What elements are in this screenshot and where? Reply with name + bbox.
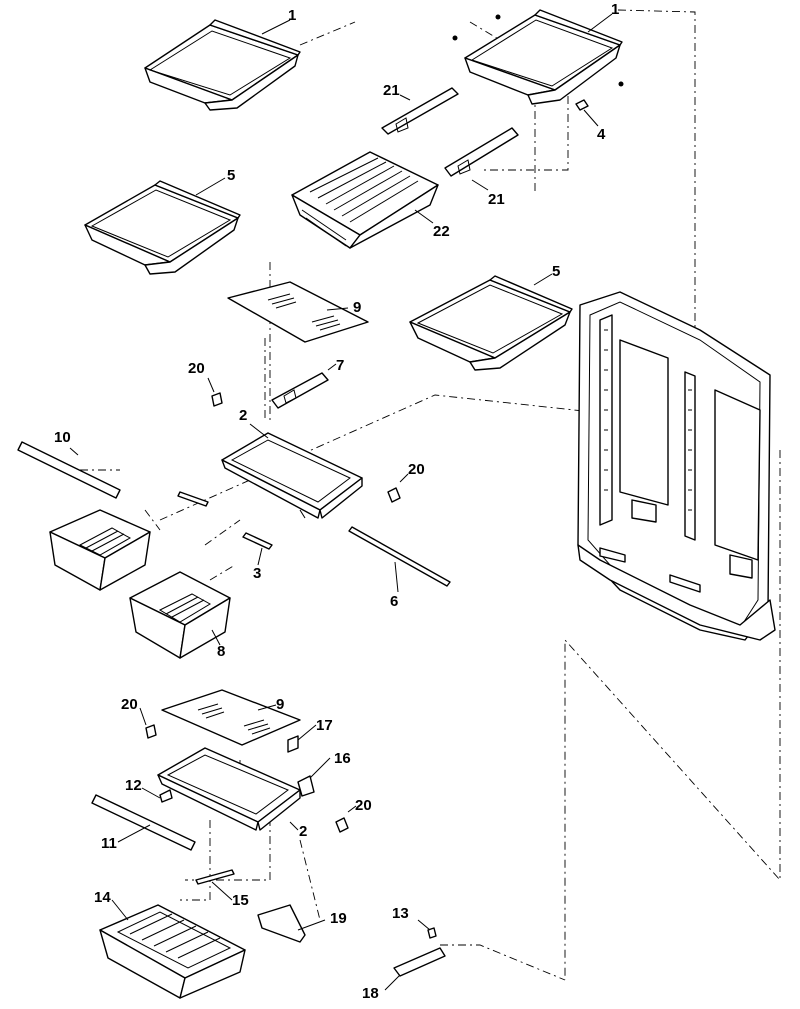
glass-part-9-upper (227, 281, 369, 343)
shelf-part-5-left (84, 180, 241, 275)
label-9-lower: 9 (276, 696, 284, 713)
label-3: 3 (253, 565, 261, 582)
label-19: 19 (330, 910, 347, 927)
label-20-b: 20 (408, 461, 425, 478)
glass-part-9-lower (161, 689, 301, 746)
clip-part-3 (242, 532, 273, 550)
screw-part-4 (575, 99, 589, 111)
label-21-upper: 21 (383, 82, 400, 99)
bracket-part-18 (393, 947, 446, 977)
label-5-left: 5 (227, 167, 235, 184)
label-2-upper: 2 (239, 407, 247, 424)
clip-small (177, 491, 209, 507)
label-20-d: 20 (355, 797, 372, 814)
label-18: 18 (362, 985, 379, 1002)
trim-part-10 (17, 441, 121, 499)
screw-part-20-c (145, 724, 157, 739)
label-9-upper: 9 (353, 299, 361, 316)
rail-part-21-lower (444, 127, 519, 177)
label-17: 17 (316, 717, 333, 734)
crisper-drawer-left (49, 509, 151, 591)
shelf-part-1-left (144, 19, 301, 111)
slide-part-15 (195, 869, 235, 885)
pan-part-14 (99, 904, 246, 999)
callout-labels: 1 1 21 4 21 5 22 5 9 20 7 2 10 20 3 6 8 … (54, 1, 619, 1002)
screw-part-20-d (335, 817, 349, 833)
label-14: 14 (94, 889, 111, 906)
rod-part-6 (348, 526, 451, 587)
label-8: 8 (217, 643, 225, 660)
shelf-part-5-right (409, 275, 573, 371)
label-20-c: 20 (121, 696, 138, 713)
label-4: 4 (597, 126, 606, 143)
label-13: 13 (392, 905, 409, 922)
screw-part-20-a (211, 392, 223, 407)
label-6: 6 (390, 593, 398, 610)
label-10: 10 (54, 429, 71, 446)
label-21-lower: 21 (488, 191, 505, 208)
cam-part-19 (257, 904, 306, 943)
shelf-frame-part-2-lower (157, 747, 301, 831)
leader-lines (69, 13, 613, 991)
trim-part-11 (91, 794, 196, 851)
label-15: 15 (232, 892, 249, 909)
screw-part-20-b (387, 487, 401, 503)
label-5-right: 5 (552, 263, 560, 280)
bracket-part-7 (271, 372, 329, 409)
stop-part-17 (287, 735, 299, 753)
label-11: 11 (101, 835, 117, 852)
label-20-a: 20 (188, 360, 205, 377)
label-1-left: 1 (288, 7, 296, 24)
crisper-drawer-part-8 (129, 571, 231, 659)
label-22: 22 (433, 223, 450, 240)
screw-part-13 (427, 927, 437, 939)
label-16: 16 (334, 750, 351, 767)
shelf-frame-part-2-upper (221, 432, 363, 519)
shelf-part-1-right (452, 9, 624, 105)
basket-part-22 (291, 151, 439, 249)
label-2-lower: 2 (299, 823, 307, 840)
label-7: 7 (336, 357, 344, 374)
clip-part-12 (159, 789, 173, 803)
cabinet-liner (577, 291, 776, 641)
rail-part-21-upper (381, 87, 459, 135)
label-12: 12 (125, 777, 142, 794)
label-1-right: 1 (611, 1, 619, 18)
